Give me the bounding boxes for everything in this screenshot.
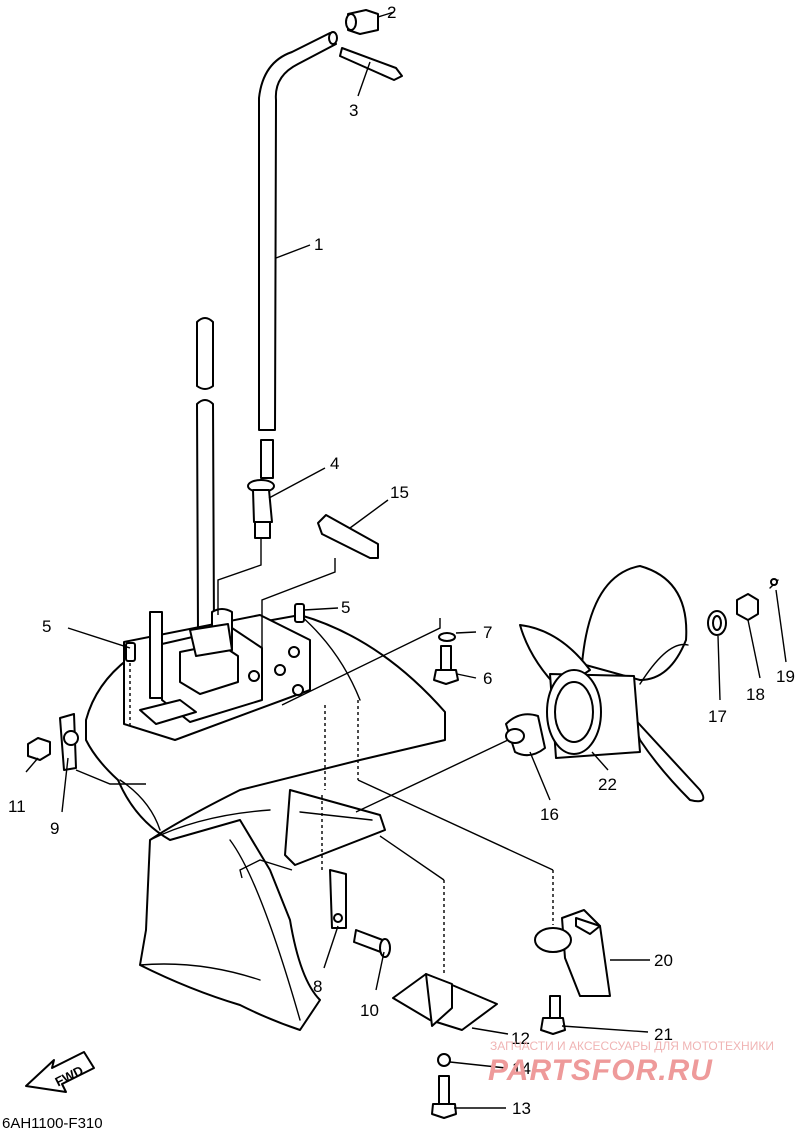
diagram-code: 6AH1100-F310 [2, 1115, 103, 1131]
callout-14: 14 [512, 1059, 531, 1078]
bolt-washer-part [433, 632, 459, 685]
callout-19: 19 [776, 667, 795, 686]
prop-nut-part [736, 593, 759, 621]
tube-joint-part [247, 439, 275, 539]
lower-case-part [85, 608, 446, 1031]
propeller-part [519, 565, 705, 803]
callout-21: 21 [654, 1025, 673, 1044]
callout-9: 9 [50, 819, 59, 838]
callout-10: 10 [360, 1001, 379, 1020]
callout-3: 3 [349, 101, 358, 120]
callout-2: 2 [387, 3, 396, 22]
callout-16: 16 [540, 805, 559, 824]
seal-strip-part [317, 514, 379, 559]
callout-5-left: 5 [42, 617, 51, 636]
water-tube-part [258, 31, 338, 431]
callout-11: 11 [8, 797, 26, 816]
trim-tab-part [392, 973, 498, 1031]
callout-22: 22 [598, 775, 617, 794]
callout-15: 15 [390, 483, 409, 502]
watermark: ЗАПЧАСТИ И АКСЕССУАРЫ ДЛЯ МОТОТЕХНИКИ PA… [488, 1039, 774, 1087]
screw-part [353, 929, 391, 958]
anode-bracket-part [329, 869, 347, 929]
callout-17: 17 [708, 707, 727, 726]
washer-part [707, 610, 727, 636]
grommet-part [345, 9, 379, 35]
spacer-part [505, 713, 546, 757]
anode-part [534, 909, 611, 997]
callout-13: 13 [512, 1099, 531, 1118]
callout-5-right: 5 [341, 598, 350, 617]
nut-part [27, 737, 51, 761]
watermark-line1: ЗАПЧАСТИ И АКСЕССУАРЫ ДЛЯ МОТОТЕХНИКИ [490, 1039, 774, 1053]
callout-numbers: 2 3 1 4 15 5 5 7 6 11 9 8 10 12 14 13 16… [8, 3, 795, 1118]
dowel-pin-part [125, 603, 305, 662]
fwd-arrow-icon: FWD [25, 1051, 95, 1093]
callout-12: 12 [511, 1029, 530, 1048]
bracket-part [59, 713, 79, 771]
anode-bolt-part [540, 995, 566, 1035]
callout-18: 18 [746, 685, 765, 704]
callout-4: 4 [330, 454, 339, 473]
watermark-line2: PARTSFOR.RU [488, 1054, 713, 1087]
clip-part [339, 47, 403, 81]
tab-bolt-part [431, 1053, 457, 1119]
leader-lines [25, 11, 787, 1109]
callout-20: 20 [654, 951, 673, 970]
drive-shaft-part [196, 317, 215, 633]
callout-6: 6 [483, 669, 492, 688]
assembly-lines [129, 663, 554, 975]
callout-7: 7 [483, 623, 492, 642]
cotter-pin-part [769, 578, 779, 589]
callout-8: 8 [313, 977, 322, 996]
callout-1: 1 [314, 235, 323, 254]
